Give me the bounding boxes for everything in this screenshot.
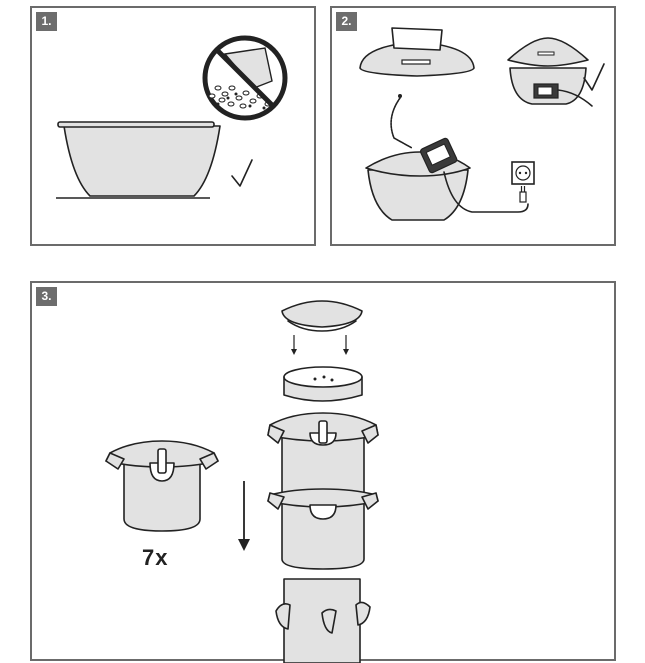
step-3-panel: 3.: [30, 281, 616, 663]
step-1-badge: 1.: [36, 12, 57, 31]
base-bucket: [275, 578, 371, 663]
step-1-panel: 1.: [30, 6, 316, 246]
lid: [359, 27, 475, 77]
down-arrow-icon: [238, 481, 250, 551]
no-grain-icon: [202, 35, 288, 121]
step-2-panel: 2.: [330, 6, 616, 246]
stack-lid: [281, 300, 363, 332]
stack-count-label: 7x: [142, 545, 169, 570]
check-icon-2: [583, 63, 605, 91]
plug-icon: [519, 186, 527, 203]
planter-bucket: [105, 440, 219, 532]
reservoir-tray: [283, 366, 363, 402]
power-socket-icon: [511, 161, 535, 185]
bowl: [56, 121, 221, 199]
tube: [390, 97, 413, 149]
step-1-illustration: [56, 35, 288, 199]
step-2-badge: 2.: [336, 12, 357, 31]
step-2-illustration: [359, 27, 605, 221]
step-3-badge: 3.: [36, 287, 57, 306]
placement-arrows: [291, 335, 349, 355]
stacked-bucket-upper: [267, 412, 379, 494]
check-icon: [231, 159, 253, 187]
stacked-bucket-lower: [267, 488, 379, 570]
assembled-unit: [507, 37, 593, 107]
bowl-with-pump: [365, 137, 529, 221]
step-3-illustration: [105, 300, 379, 663]
